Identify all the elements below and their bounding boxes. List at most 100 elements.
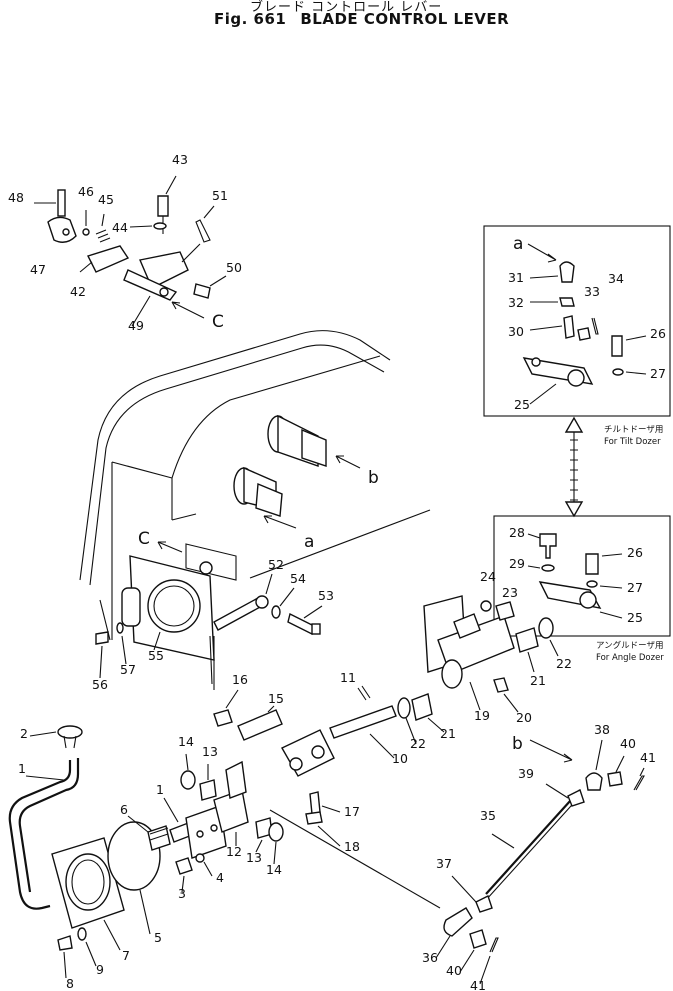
callout-c41b: 41 [470,978,486,991]
callout-c45: 45 [98,192,114,207]
part-34-pin [591,317,599,335]
part-14-seal [180,770,196,790]
part-5-plate [107,821,161,891]
part-40-nut [469,929,487,949]
tilt-dozer-note-jp: チルトドーザ用 [604,425,663,435]
part-26-bolt [611,335,623,357]
part-26-bolt [585,553,599,575]
part-29-washer [541,564,555,572]
callout-c17: 17 [344,804,360,819]
part-39-nut [567,789,585,807]
callout-c43: 43 [172,152,188,167]
callout-c1a: 1 [18,761,26,776]
reference-l_c1: C [212,312,224,332]
part-32-nut [559,297,575,307]
figure-number: Fig. 661 [214,10,287,28]
part-47-knob [47,216,77,243]
part-41-pin [633,775,645,791]
callout-c8: 8 [66,976,74,991]
part-15-pin [237,709,283,741]
callout-c50: 50 [226,260,242,275]
reference-l_a1: a [513,234,523,254]
part-2-knob [57,725,83,739]
part-37-nut [475,895,493,913]
callout-c38: 38 [594,722,610,737]
callout-c6: 6 [120,802,128,817]
callout-c51: 51 [212,188,228,203]
bolt-17-group [305,791,341,847]
part-4-washer [195,853,205,863]
part-44-washer [153,222,167,230]
part-54-washer [271,605,281,619]
callout-c19: 19 [474,708,490,723]
callout-c34: 34 [608,271,624,286]
part-27-washer [586,580,598,588]
part-6-spring [147,825,171,851]
part-18-nut [305,811,323,825]
callout-c30: 30 [508,324,524,339]
callout-c56: 56 [92,677,108,692]
part-1-lever [8,760,72,910]
part-57-washer [116,622,124,634]
callout-c13b: 13 [246,850,262,865]
part-21-bushing [411,693,433,721]
part-27-washer [612,368,624,376]
figure-title-english: BLADE CONTROL LEVER [300,10,510,28]
part-33-nut [577,327,591,341]
callout-c35: 35 [480,808,496,823]
part-23-bolt [495,601,515,621]
part-48-pin [57,189,66,217]
panel-pivots [233,414,361,529]
bracket-19-assembly [423,595,559,713]
callout-c3: 3 [178,886,186,901]
callout-c32: 32 [508,295,524,310]
part-42-lever [87,245,130,273]
callout-c54: 54 [290,571,306,586]
callout-c22b: 22 [410,736,426,751]
part-16-grease-fitting [213,709,233,727]
callout-c16: 16 [232,672,248,687]
callout-c24: 24 [480,569,496,584]
tilt-dozer-inset: チルトドーザ用 For Tilt Dozer [483,225,671,447]
callout-c47: 47 [30,262,46,277]
callout-c14b: 14 [266,862,282,877]
callout-c27a: 27 [650,366,666,381]
callout-c36: 36 [422,950,438,965]
callout-c13a: 13 [202,744,218,759]
callout-c44: 44 [112,220,128,235]
figure-title-japanese: ブレード コントロール レバー [250,0,443,15]
reference-l_a2: a [304,532,314,552]
upper-lever-assembly [34,175,227,327]
part-41-pin [489,937,499,953]
part-43-bolt [157,195,169,217]
part-51-pin [195,219,211,243]
lower-lever-group [8,725,227,979]
callout-c31: 31 [508,270,524,285]
inset-swap-arrow [564,416,584,518]
callout-c53: 53 [318,588,334,603]
rod-35-group [435,739,645,985]
callout-c5: 5 [154,930,162,945]
callout-c7: 7 [122,948,130,963]
angle-dozer-inset-frame [493,515,671,637]
angle-dozer-note-jp: アングルドーザ用 [596,640,664,651]
part-11-key [357,685,371,701]
callout-c57: 57 [120,662,136,677]
part-8-bolt [57,935,73,951]
part-31-rod-end [559,261,575,283]
callout-c55: 55 [148,648,164,663]
callout-c41a: 41 [640,750,656,765]
angle-dozer-note-en: For Angle Dozer [596,653,664,663]
part-40-nut [607,771,623,787]
callout-c25a: 25 [514,397,530,412]
reference-l_b2: b [512,734,523,754]
part-50-bolt [193,283,211,299]
tilt-dozer-inset-frame [483,225,671,417]
callout-c11: 11 [340,670,356,685]
callout-c9: 9 [96,962,104,977]
callout-c2: 2 [20,726,28,741]
part-30-bolt [563,315,575,339]
part-45-spring [95,229,111,243]
